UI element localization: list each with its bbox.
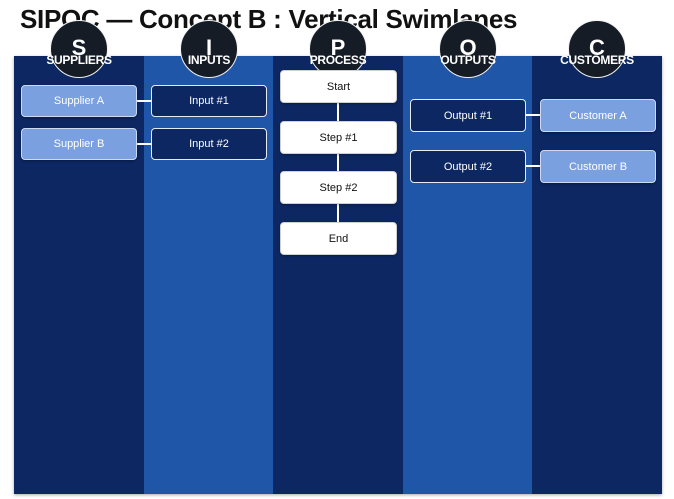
lane-label-suppliers: SUPPLIERS bbox=[46, 53, 112, 67]
connector-step-2-end bbox=[337, 203, 339, 223]
output-box[interactable]: Output #2 bbox=[410, 150, 526, 183]
process-step-box[interactable]: Start bbox=[280, 70, 397, 103]
page-title: SIPOC — Concept B : Vertical Swimlanes bbox=[20, 4, 518, 34]
input-box[interactable]: Input #1 bbox=[151, 85, 267, 117]
output-box[interactable]: Output #1 bbox=[410, 99, 526, 132]
supplier-box[interactable]: Supplier B bbox=[21, 128, 137, 160]
lane-badge-p: P bbox=[309, 20, 367, 78]
supplier-box[interactable]: Supplier A bbox=[21, 85, 137, 117]
lane-label-process: PROCESS bbox=[309, 53, 367, 67]
process-step-box[interactable]: Step #1 bbox=[280, 121, 397, 154]
lane-label-outputs: OUTPUTS bbox=[440, 53, 496, 67]
connector-output-2-customer-b bbox=[525, 165, 541, 167]
connector-output-1-customer-a bbox=[525, 114, 541, 116]
customer-box[interactable]: Customer B bbox=[540, 150, 656, 183]
process-step-box[interactable]: End bbox=[280, 222, 397, 255]
lane-suppliers bbox=[14, 56, 144, 494]
connector-supplier-a-input-1 bbox=[136, 100, 152, 102]
lane-badge-s: S bbox=[50, 20, 108, 78]
connector-step-1-step-2 bbox=[337, 153, 339, 172]
connector-start-step-1 bbox=[337, 102, 339, 122]
input-box[interactable]: Input #2 bbox=[151, 128, 267, 160]
lane-badge-c: C bbox=[568, 20, 626, 78]
lane-label-customers: CUSTOMERS bbox=[560, 53, 634, 67]
lane-inputs bbox=[144, 56, 274, 494]
connector-supplier-b-input-2 bbox=[136, 143, 152, 145]
lane-badge-o: O bbox=[439, 20, 497, 78]
customer-box[interactable]: Customer A bbox=[540, 99, 656, 132]
lane-label-inputs: INPUTS bbox=[187, 53, 231, 67]
process-step-box[interactable]: Step #2 bbox=[280, 171, 397, 204]
lane-badge-i: I bbox=[180, 20, 238, 78]
